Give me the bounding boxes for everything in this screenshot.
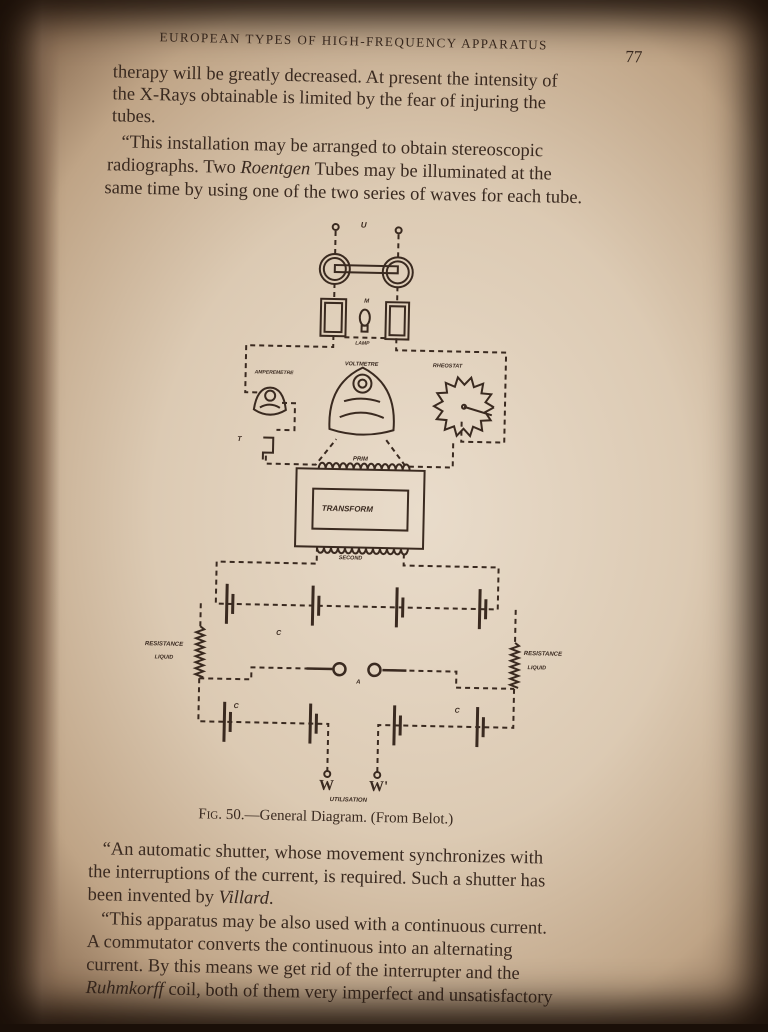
key-switch-icon: [261, 436, 275, 460]
label-a: A: [355, 680, 360, 686]
condenser-boxes: [319, 297, 411, 341]
label-rheostat: RHEOSTAT: [433, 363, 463, 370]
figure-caption-text: —General Diagram. (From Belot.): [244, 807, 454, 828]
liquid-resistances: [192, 625, 522, 689]
figure-number: Fig. 50.: [198, 806, 245, 824]
condenser-icon: [310, 585, 321, 626]
utilisation-terminals: [323, 769, 382, 780]
label-c-bottom-left: C: [234, 703, 240, 710]
label-liquid-left: LIQUID: [155, 654, 174, 660]
condenser-icon: [224, 583, 235, 624]
label-resistance-left: RESISTANCE: [145, 641, 184, 648]
label-prim: PRIM: [353, 456, 369, 462]
label-ampermetre: AMPEREMETRE: [254, 369, 295, 376]
condensers: [222, 583, 488, 748]
label-w: W: [319, 778, 334, 794]
label-resistance-right: RESISTANCE: [524, 651, 563, 658]
condenser-icon: [308, 703, 319, 744]
label-second: SECOND: [339, 555, 363, 561]
label-w-prime: W': [369, 779, 389, 795]
ammeter-icon: [252, 386, 287, 416]
label-voltmetre: VOLTMETRE: [345, 361, 379, 368]
condenser-icon: [477, 589, 488, 630]
label-transform: TRANSFORM: [322, 504, 374, 514]
rheostat-icon: [431, 375, 495, 439]
terminals-u: [331, 223, 403, 235]
lamp-icon: [358, 308, 371, 333]
wiring: [197, 230, 517, 776]
label-lamp: LAMP: [355, 340, 370, 346]
transformer: [293, 461, 426, 556]
label-c-bottom-right: C: [455, 708, 461, 715]
condenser-icon: [222, 701, 233, 742]
condenser-icon: [475, 707, 485, 748]
condenser-icon: [392, 705, 402, 746]
book-gutter: [0, 0, 60, 1024]
label-m: M: [364, 299, 370, 305]
label-c-top: C: [276, 630, 282, 637]
label-u: U: [361, 221, 367, 230]
label-utilisation: UTILISATION: [330, 797, 368, 804]
spark-gap-icon: [306, 661, 407, 678]
roentgen-tubes-icon: [318, 253, 414, 289]
label-t: T: [237, 436, 242, 443]
voltmeter-icon: [328, 366, 395, 436]
condenser-icon: [394, 587, 405, 628]
label-liquid-right: LIQUID: [527, 665, 546, 671]
